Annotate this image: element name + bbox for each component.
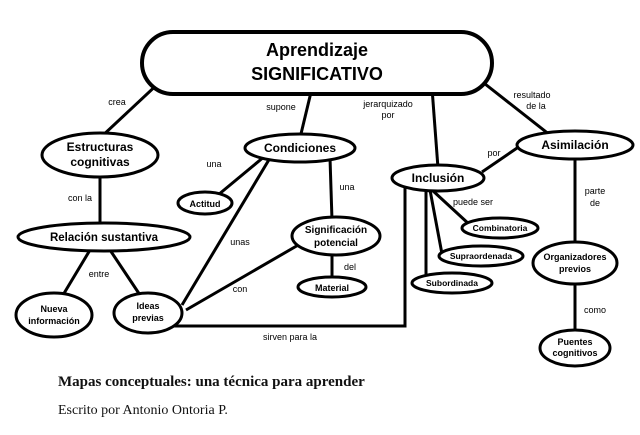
- node-aprendizaje-line2: SIGNIFICATIVO: [251, 64, 383, 84]
- label-como: como: [584, 305, 606, 315]
- node-material-label: Material: [315, 283, 349, 293]
- node-relacion-label: Relación sustantiva: [50, 232, 159, 244]
- node-asimilacion: [515, 129, 635, 161]
- nodes: Aprendizaje SIGNIFICATIVO Estructuras co…: [14, 30, 635, 368]
- edge-main-asimilacion: [479, 78, 551, 137]
- node-puentes: [538, 328, 612, 368]
- node-actitud-label: Actitud: [190, 199, 221, 209]
- label-por: por: [487, 148, 500, 158]
- caption-author: Escrito por Antonio Ontoria P.: [58, 403, 228, 418]
- node-ideas-previas: [112, 291, 184, 335]
- node-significacion-line2: potencial: [314, 238, 358, 249]
- concept-map: Aprendizaje SIGNIFICATIVO Estructuras co…: [14, 30, 635, 368]
- edge-inclusion-supraordenada: [428, 189, 444, 255]
- label-puede-ser: puede ser: [453, 197, 493, 207]
- node-nueva-informacion: [14, 291, 94, 339]
- node-supraordenada: [437, 244, 525, 268]
- node-puentes-line2: cognitivos: [552, 348, 597, 358]
- label-con-la: con la: [68, 193, 92, 203]
- node-subordinada-label: Subordinada: [426, 278, 478, 288]
- label-supone: supone: [266, 102, 296, 112]
- node-ideas-line2: previas: [132, 313, 164, 323]
- edge-asimilacion-inclusion: [481, 144, 521, 174]
- label-sirven-para-la: sirven para la: [263, 332, 317, 342]
- node-organizadores-line2: previos: [559, 264, 591, 274]
- edge-relacion-ideas: [108, 249, 142, 296]
- node-asimilacion-label: Asimilación: [541, 138, 608, 152]
- edge-main-inclusion: [430, 87, 440, 169]
- node-subordinada: [410, 271, 494, 295]
- label-una-significacion: una: [339, 182, 354, 192]
- label-jerarquizado-line2: por: [381, 110, 394, 120]
- node-estructuras: [40, 131, 160, 179]
- node-organizadores-line1: Organizadores: [543, 252, 606, 262]
- label-parte-line1: parte: [585, 186, 606, 196]
- node-relacion: [16, 221, 192, 253]
- label-parte-line2: de: [590, 198, 600, 208]
- node-inclusion-label: Inclusión: [412, 171, 465, 185]
- label-resultado-line1: resultado: [513, 90, 550, 100]
- node-nueva-line2: información: [28, 316, 80, 326]
- label-crea: crea: [108, 97, 126, 107]
- label-una-actitud: una: [206, 159, 221, 169]
- edge-main-estructuras: [98, 78, 164, 140]
- node-ideas-line1: Ideas: [136, 301, 159, 311]
- node-actitud: [176, 190, 234, 216]
- node-organizadores: [531, 240, 619, 286]
- node-estructuras-line2: cognitivas: [70, 155, 130, 169]
- label-entre: entre: [89, 269, 110, 279]
- label-resultado-line2: de la: [526, 101, 546, 111]
- link-labels: crea supone jerarquizado por resultado d…: [68, 90, 606, 342]
- node-nueva-line1: Nueva: [40, 304, 68, 314]
- node-aprendizaje: [140, 30, 494, 96]
- edge-condiciones-actitud: [217, 154, 266, 197]
- label-jerarquizado-line1: jerarquizado: [362, 99, 413, 109]
- edge-condiciones-significacion: [328, 157, 334, 221]
- node-condiciones-label: Condiciones: [264, 141, 336, 155]
- node-inclusion: [390, 163, 486, 193]
- edge-relacion-nueva: [58, 249, 92, 301]
- node-material: [296, 275, 368, 299]
- node-combinatoria-label: Combinatoria: [473, 223, 528, 233]
- label-unas: unas: [230, 237, 250, 247]
- label-del: del: [344, 262, 356, 272]
- node-supraordenada-label: Supraordenada: [450, 251, 513, 261]
- node-estructuras-line1: Estructuras: [67, 140, 134, 154]
- edge-condiciones-ideas: [180, 157, 272, 306]
- node-aprendizaje-line1: Aprendizaje: [266, 40, 368, 60]
- edge-main-condiciones: [298, 87, 314, 139]
- node-significacion-line1: Significación: [305, 225, 367, 236]
- caption-title: Mapas conceptuales: una técnica para apr…: [58, 374, 365, 390]
- edge-significacion-ideas: [185, 242, 301, 312]
- node-significacion: [290, 215, 382, 257]
- edge-inclusion-combinatoria: [430, 188, 472, 227]
- label-con: con: [233, 284, 248, 294]
- node-combinatoria: [460, 216, 540, 240]
- node-condiciones: [243, 132, 357, 164]
- node-puentes-line1: Puentes: [557, 337, 592, 347]
